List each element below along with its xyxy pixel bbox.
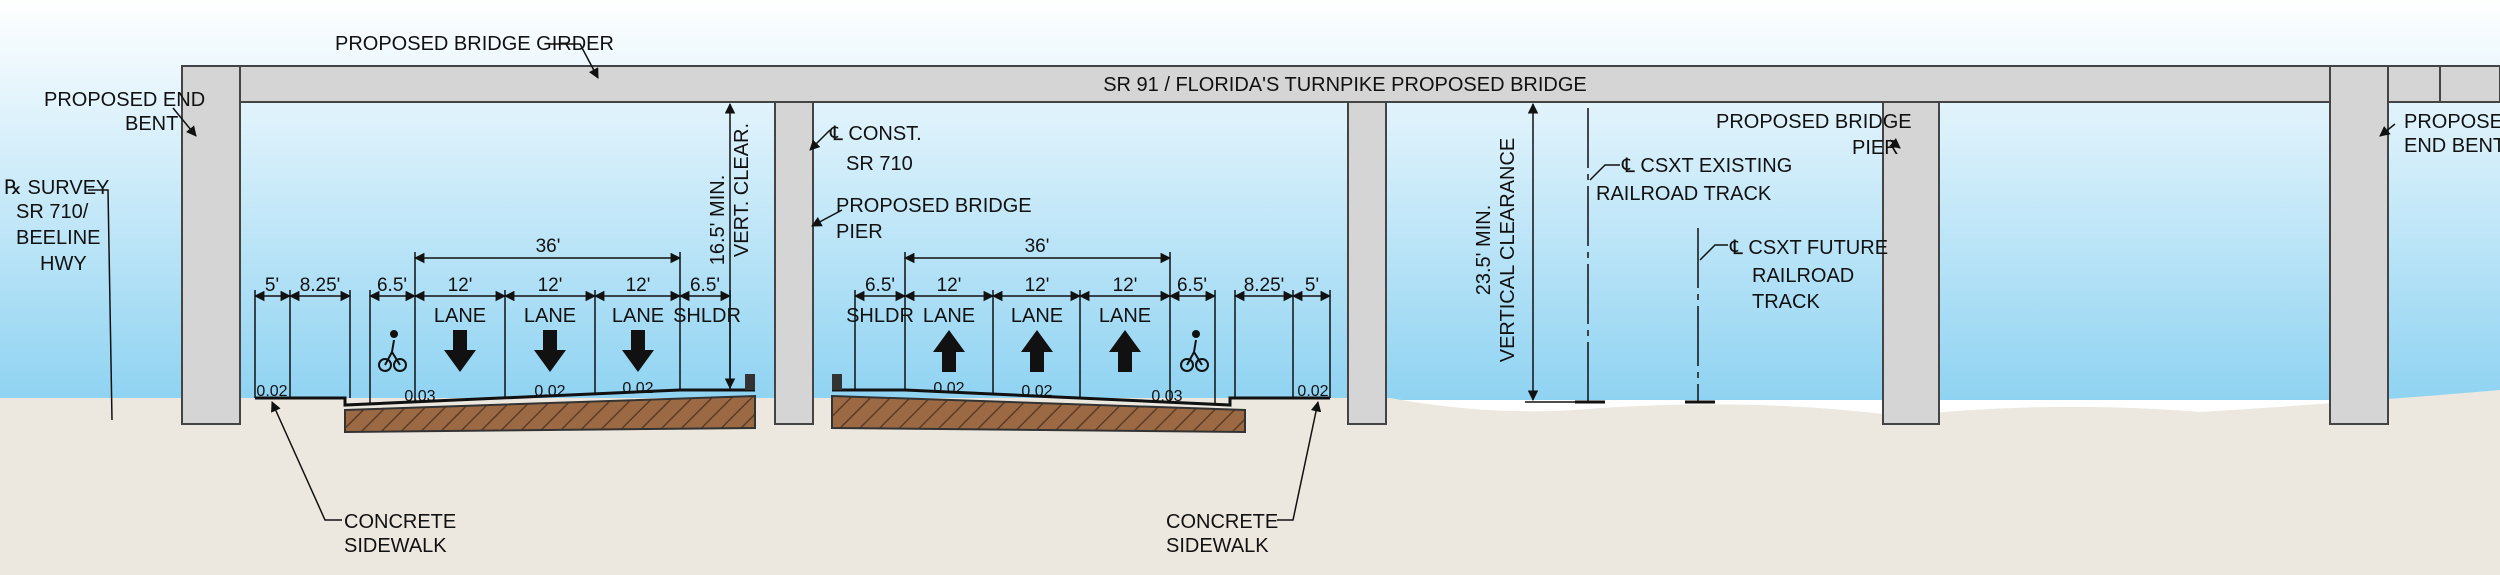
const-label-2: SR 710: [846, 153, 913, 175]
right-slope-lane1: 0.02: [933, 380, 964, 397]
bicycle-icon: [1180, 330, 1209, 372]
csx-future-label-1: ℄ CSXT FUTURE: [1729, 237, 1888, 259]
const-label-1: ℄ CONST.: [829, 123, 922, 145]
right-lane3-label: LANE: [1099, 305, 1151, 327]
road-clearance-label-2: VERT. CLEAR.: [731, 123, 753, 257]
left-inner-shoulder-width: 6.5': [690, 275, 720, 296]
sidewalk-left-label-2: SIDEWALK: [344, 535, 447, 557]
left-barrier: [745, 374, 755, 390]
up-arrow-icon: [1109, 330, 1141, 372]
end-bent-left-label-2: BENT: [125, 113, 178, 135]
end-bent-left-label-1: PROPOSED END: [44, 89, 205, 111]
end-bent-right-label-1: PROPOSED: [2404, 111, 2500, 133]
csx-future-label-2: RAILROAD: [1752, 265, 1854, 287]
left-slope-lane2: 0.02: [534, 383, 565, 400]
survey-label-4: HWY: [40, 253, 87, 275]
left-lane3-width: 12': [626, 275, 651, 296]
right-sidewalk-width: 5': [1305, 275, 1319, 296]
left-slope-shoulder: 0.03: [404, 388, 435, 405]
end-bent-right-label-2: END BENT: [2404, 135, 2500, 157]
up-arrow-icon: [933, 330, 965, 372]
left-buffer-width: 8.25': [300, 275, 341, 296]
survey-label-3: BEELINE: [16, 227, 100, 249]
left-slope-sidewalk: 0.02: [256, 383, 287, 400]
pier-center-label-2: PIER: [836, 221, 883, 243]
ground: [0, 390, 2500, 575]
bicycle-icon: [378, 330, 407, 372]
survey-label-1: ℞ SURVEY: [4, 177, 109, 199]
right-lane2-width: 12': [1025, 275, 1050, 296]
up-arrow-icon: [1021, 330, 1053, 372]
left-lane1-label: LANE: [434, 305, 486, 327]
right-buffer-width: 8.25': [1244, 275, 1285, 296]
pier-right: [1882, 101, 1940, 425]
left-lane3-label: LANE: [612, 305, 664, 327]
left-outer-shoulder-width: 6.5': [377, 275, 407, 296]
right-lane2-label: LANE: [1011, 305, 1063, 327]
right-slope-lane2: 0.02: [1021, 383, 1052, 400]
right-barrier: [832, 374, 842, 390]
left-lane-arrows: [444, 330, 654, 372]
callout-leaders: [88, 43, 2396, 521]
pier-right-label-2: PIER: [1852, 137, 1899, 159]
right-slope-sidewalk: 0.02: [1297, 383, 1328, 400]
end-bent-right: [2329, 65, 2389, 425]
left-road-surface: [255, 388, 755, 407]
right-inner-shoulder-width: 6.5': [865, 275, 895, 296]
right-lane-arrows: [933, 330, 1141, 372]
right-pavement: [831, 394, 1246, 434]
csx-future-label-3: TRACK: [1752, 291, 1820, 313]
right-slope-shoulder: 0.03: [1151, 388, 1182, 405]
left-lane2-width: 12': [538, 275, 563, 296]
down-arrow-icon: [622, 330, 654, 372]
left-lane2-label: LANE: [524, 305, 576, 327]
right-road-surface: [832, 388, 1330, 407]
right-lane1-width: 12': [937, 275, 962, 296]
left-total-width: 36': [536, 236, 561, 257]
left-lane1-width: 12': [448, 275, 473, 296]
down-arrow-icon: [444, 330, 476, 372]
left-sidewalk-width: 5': [265, 275, 279, 296]
left-shldr-label: SHLDR: [673, 305, 741, 327]
girder-extension: [2439, 65, 2500, 103]
sidewalk-right-label-2: SIDEWALK: [1166, 535, 1269, 557]
pier-right-label-1: PROPOSED BRIDGE: [1716, 111, 1912, 133]
right-shldr-label: SHLDR: [846, 305, 914, 327]
rail-clearance-label-2: VERTICAL CLEARANCE: [1497, 138, 1519, 363]
survey-label-2: SR 710/: [16, 201, 89, 223]
sidewalk-right-label-1: CONCRETE: [1166, 511, 1278, 533]
left-pavement: [344, 394, 756, 434]
sky-background: [0, 0, 2500, 400]
bridge-title: SR 91 / FLORIDA'S TURNPIKE PROPOSED BRID…: [1103, 74, 1587, 96]
left-slope-lane3: 0.02: [622, 380, 653, 397]
girder-label: PROPOSED BRIDGE GIRDER: [335, 33, 614, 55]
right-road-dimensions: [853, 252, 1332, 404]
right-lane1-label: LANE: [923, 305, 975, 327]
end-bent-left: [181, 65, 241, 425]
pier-mid: [1347, 101, 1387, 425]
right-lane3-width: 12': [1113, 275, 1138, 296]
pier-center: [774, 101, 814, 425]
pier-center-label-1: PROPOSED BRIDGE: [836, 195, 1032, 217]
csx-existing-label-2: RAILROAD TRACK: [1596, 183, 1772, 205]
csx-existing-label-1: ℄ CSXT EXISTING: [1621, 155, 1792, 177]
road-clearance-label: 16.5' MIN.: [707, 175, 729, 266]
right-outer-shoulder-width: 6.5': [1177, 275, 1207, 296]
rail-clearance-label: 23.5' MIN.: [1473, 205, 1495, 296]
rail-centerlines: [1575, 108, 1728, 404]
left-road-dimensions: [253, 252, 732, 404]
right-total-width: 36': [1025, 236, 1050, 257]
down-arrow-icon: [534, 330, 566, 372]
sidewalk-left-label-1: CONCRETE: [344, 511, 456, 533]
